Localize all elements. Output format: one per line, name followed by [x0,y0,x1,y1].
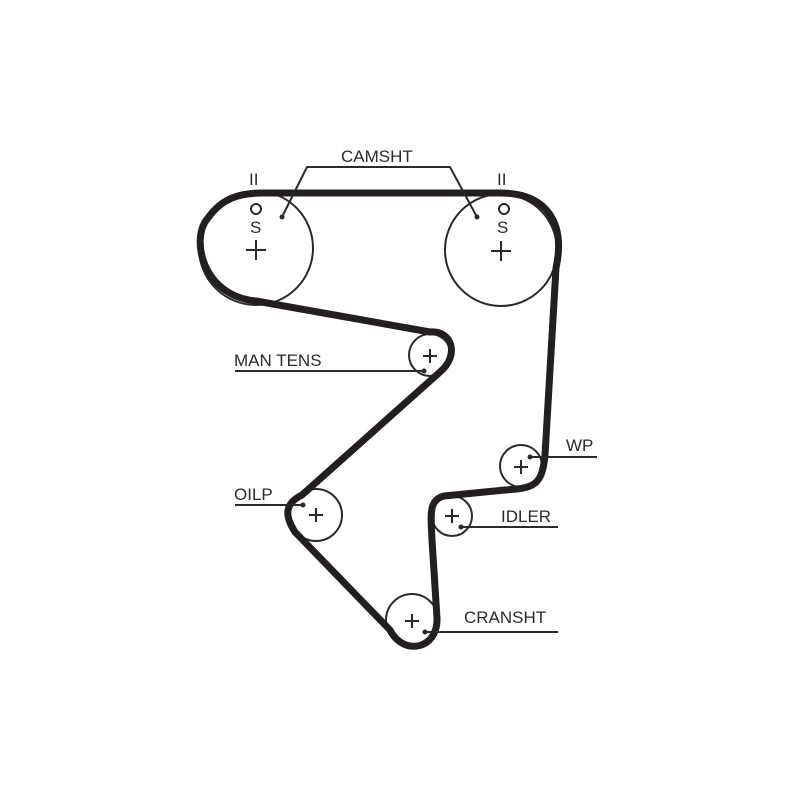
camshaft-label: CAMSHT [341,147,413,166]
timing-mark-circle-left [250,203,262,215]
idler-leader [458,524,558,530]
camshaft-leader [279,166,480,220]
timing-belt [196,189,563,650]
man-tens-leader [235,368,427,374]
wp-label: WP [566,436,593,455]
right-camshaft-pulley [444,193,558,307]
right-s-mark: S [497,218,508,237]
oilp-leader [235,502,306,508]
timing-mark-circle-right [498,203,510,215]
right-top-mark: II [497,170,506,189]
cransht-label: CRANSHT [464,608,546,627]
oilp-label: OILP [234,485,273,504]
wp-leader [527,454,597,460]
man-tens-label: MAN TENS [234,351,322,370]
left-s-mark: S [250,218,261,237]
idler-label: IDLER [501,507,551,526]
left-top-mark: II [249,170,258,189]
cransht-leader [422,629,558,635]
